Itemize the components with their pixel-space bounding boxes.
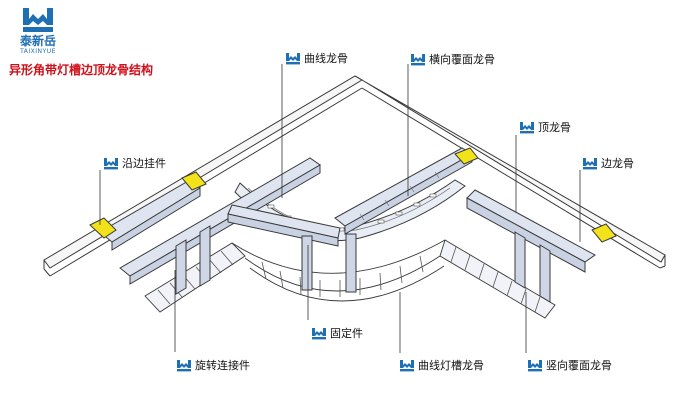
brand-name: 泰新岳	[19, 34, 56, 48]
lattice-curve-bottom	[249, 265, 445, 302]
label-horizontal-cover-keel: 横向覆面龙骨	[429, 53, 495, 66]
callout-fixing-piece: 固定件	[311, 325, 363, 341]
lattice-band-right	[439, 239, 556, 319]
vertical-cover-keels-left	[119, 157, 321, 295]
label-top-keel: 顶龙骨	[538, 121, 571, 134]
taixinyue-logo-icon	[176, 359, 192, 372]
callout-horizontal-cover-keel: 横向覆面龙骨	[410, 51, 495, 67]
page-title: 异形角带灯槽边顶龙骨结构	[9, 63, 154, 77]
lattice-curve-inner	[244, 255, 441, 292]
brand-pinyin: TAIXINYUE	[20, 48, 56, 55]
side-keel-right	[466, 189, 596, 303]
outer-edge-left-inner	[49, 87, 363, 277]
taixinyue-logo-icon	[285, 52, 301, 65]
taixinyue-logo-icon	[527, 359, 543, 372]
label-rotating-connector: 旋转连接件	[195, 359, 250, 372]
callout-curved-light-slot-keel: 曲线灯槽龙骨	[399, 357, 484, 373]
fixing-pieces	[301, 233, 357, 293]
lattice-curve-outer	[231, 239, 446, 274]
edge-hangers	[89, 147, 617, 243]
taixinyue-logo-icon	[311, 327, 327, 340]
taixinyue-logo-icon	[582, 157, 598, 170]
centre-cross-beam	[227, 204, 341, 247]
callout-side-keel: 边龙骨	[582, 155, 634, 171]
taixinyue-logo-icon	[103, 157, 119, 170]
edge-hanger-left-1	[89, 217, 117, 239]
label-side-keel: 边龙骨	[601, 157, 634, 170]
taixinyue-logo-icon	[410, 53, 426, 66]
brand-block: 泰新岳 TAIXINYUE	[8, 6, 68, 56]
lattice-slats	[157, 246, 541, 313]
callout-top-keel: 顶龙骨	[519, 119, 571, 135]
label-edge-hanger: 沿边挂件	[122, 157, 166, 170]
callout-edge-hanger: 沿边挂件	[103, 155, 166, 171]
fixing-post-1	[301, 235, 313, 291]
label-curved-keel: 曲线龙骨	[304, 52, 348, 65]
label-curved-light-slot-keel: 曲线灯槽龙骨	[418, 359, 484, 372]
label-fixing-piece: 固定件	[330, 327, 363, 340]
callout-leaders	[99, 64, 581, 353]
label-vertical-cover-keel: 竖向覆面龙骨	[546, 359, 612, 372]
taixinyue-logo-icon	[23, 8, 53, 32]
edge-hanger-top	[454, 147, 479, 165]
taixinyue-logo-icon	[519, 121, 535, 134]
edge-hanger-right	[591, 223, 617, 243]
top-keel-left	[99, 179, 201, 251]
callout-vertical-cover-keel: 竖向覆面龙骨	[527, 357, 612, 373]
edge-hanger-left-2	[181, 171, 207, 191]
outer-edge-right	[354, 75, 666, 263]
taixinyue-logo-icon	[399, 359, 415, 372]
fixing-post-2	[345, 233, 357, 293]
callout-curved-keel: 曲线龙骨	[285, 50, 348, 66]
callout-rotating-connector: 旋转连接件	[176, 357, 250, 373]
